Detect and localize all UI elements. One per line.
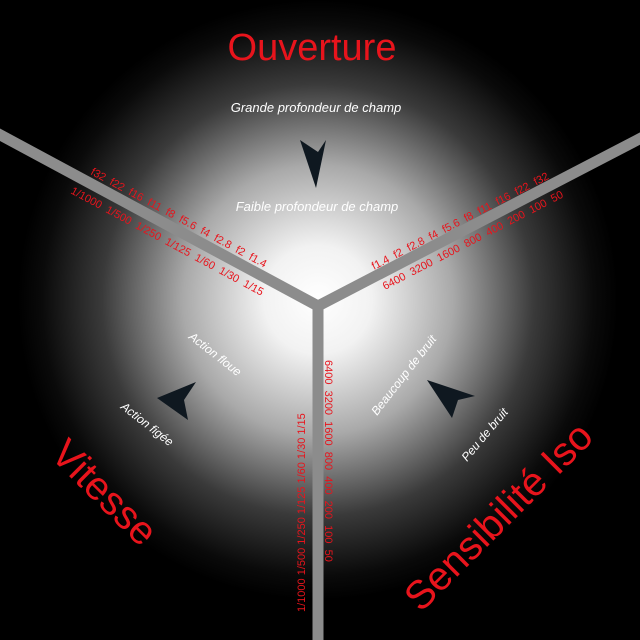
- speed-scale-bottom: 1/1000 1/500 1/250 1/125 1/60 1/30 1/15: [296, 413, 308, 612]
- arrowhead-up-right-icon: [427, 380, 475, 418]
- label-deep-dof: Grande profondeur de champ: [231, 100, 402, 115]
- title-aperture: Ouverture: [228, 27, 397, 69]
- divider-right: [315, 132, 640, 311]
- arrowhead-down-icon: [300, 140, 326, 188]
- iso-scale-bottom: 6400 3200 1600 800 400 200 100 50: [322, 360, 334, 562]
- divider-left: [0, 128, 321, 311]
- label-shallow-dof: Faible profondeur de champ: [236, 199, 399, 214]
- arrowhead-up-left-icon: [157, 382, 196, 420]
